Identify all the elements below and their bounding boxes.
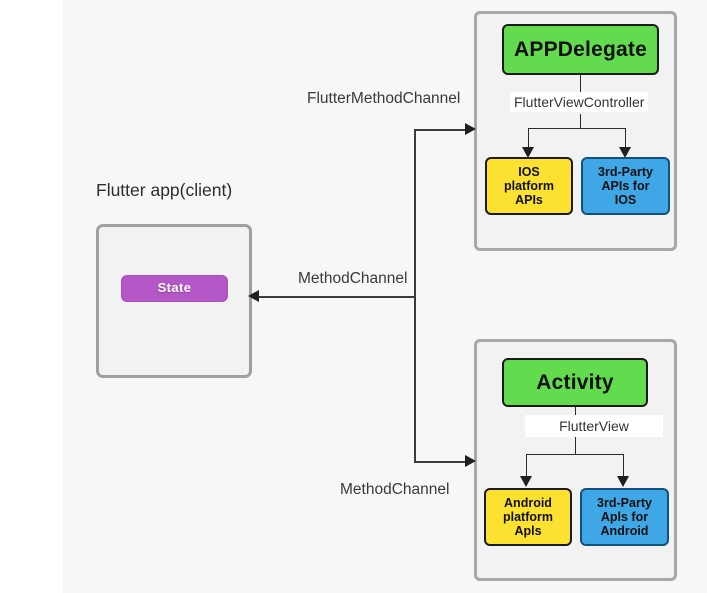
android-bus-stem [575,437,576,454]
channel-branch-android [414,461,472,463]
channel-branch-client [256,296,416,298]
channel-branch-ios [414,129,472,131]
android-right-arrow-icon [617,476,629,487]
android-platform-apis-node[interactable]: Android platform Apls [484,488,572,546]
android-root-connector [575,407,576,417]
state-node[interactable]: State [121,275,228,302]
middle-channel-label: MethodChannel [298,270,408,287]
ios-channel-label: FlutterMethodChannel [307,90,461,107]
ios-third-party-apis-node[interactable]: 3rd-Party APIs for IOS [581,157,670,215]
android-channel-arrow-icon [465,455,476,467]
ios-left-arrow-icon [522,147,534,158]
ios-bus-left-drop [528,128,529,150]
android-channel-label: MethodChannel [340,481,450,498]
ios-connector-label: FlutterViewController [510,92,649,112]
appdelegate-node[interactable]: APPDelegate [502,24,659,75]
android-bus-left-drop [526,454,527,479]
client-channel-arrow-icon [248,290,259,302]
ios-right-arrow-icon [619,147,631,158]
android-connector-label: FlutterView [525,415,663,437]
ios-root-connector [580,75,581,97]
ios-platform-apis-node[interactable]: IOS platform APIs [485,157,573,215]
ios-bus-horizontal [528,128,626,129]
android-bus-right-drop [623,454,624,479]
ios-channel-arrow-icon [465,123,476,135]
ios-bus-right-drop [625,128,626,150]
ios-bus-stem [580,114,581,128]
android-third-party-apis-node[interactable]: 3rd-Party Apls for Android [580,488,669,546]
android-left-arrow-icon [520,476,532,487]
client-title: Flutter app(client) [96,180,233,200]
android-bus-horizontal [526,454,624,455]
activity-node[interactable]: Activity [502,358,648,407]
